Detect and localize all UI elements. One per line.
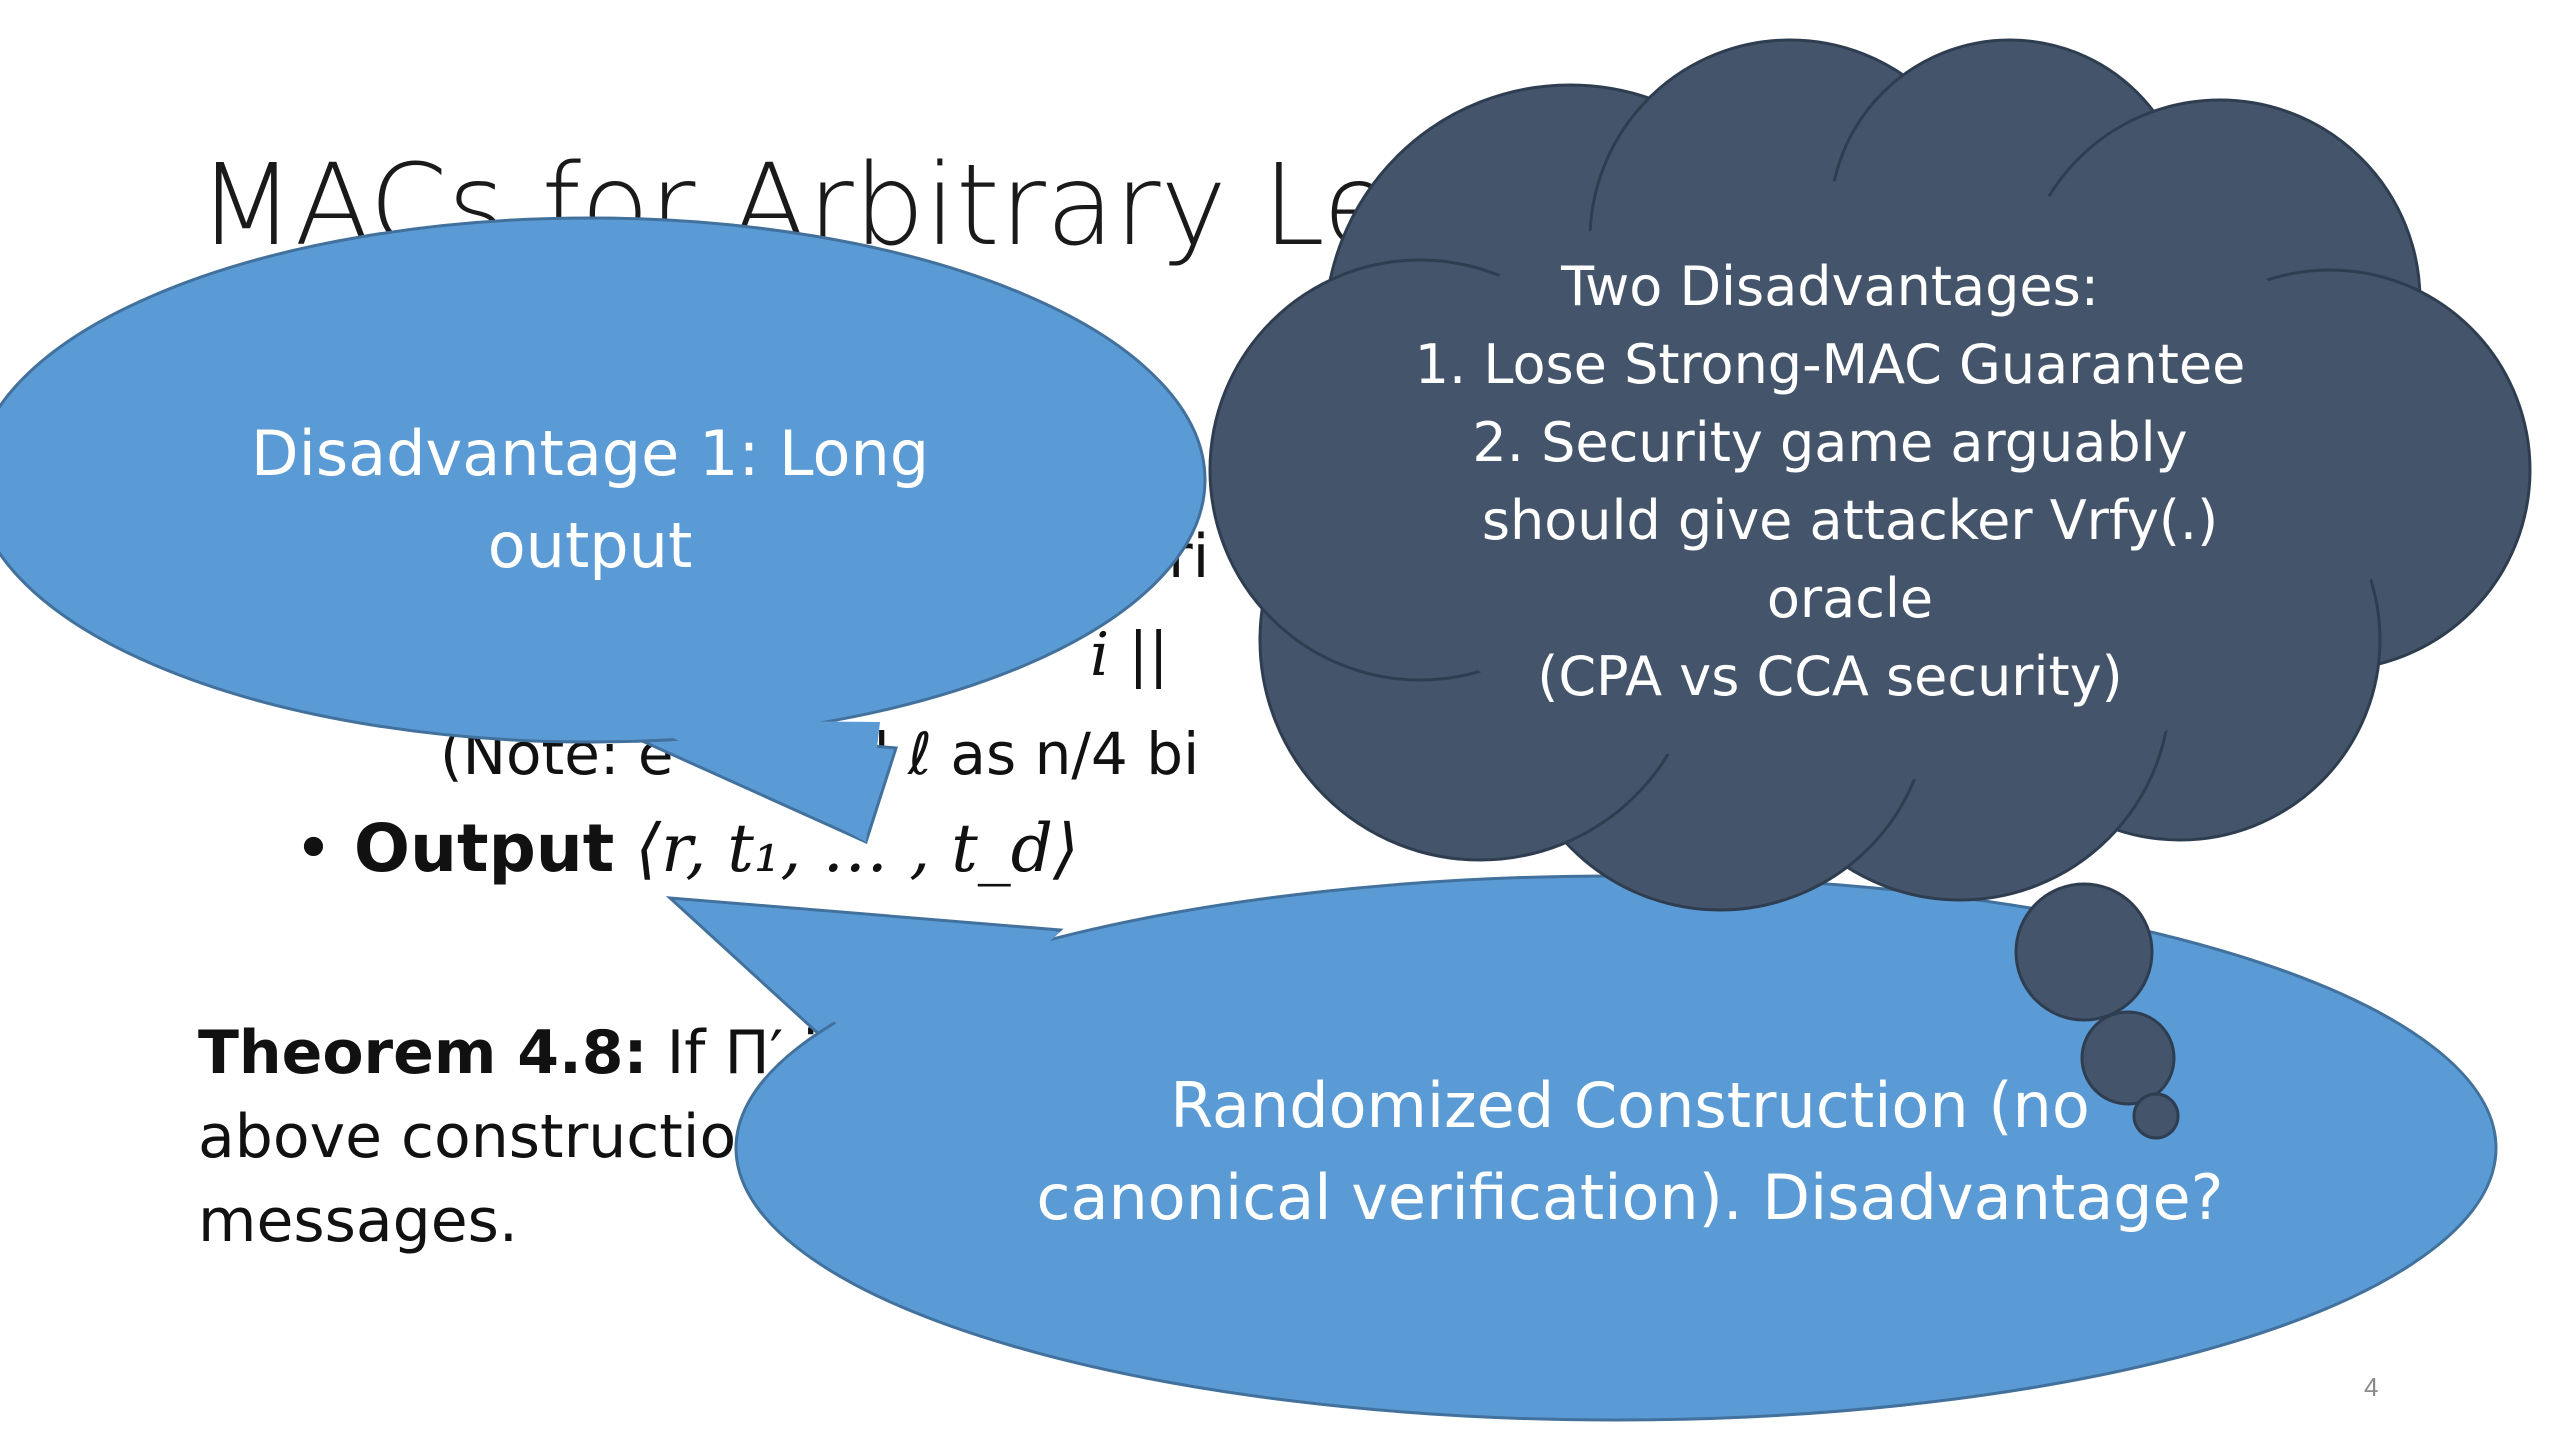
cloud-text: Two Disadvantages: 1. Lose Strong-MAC Gu… (1400, 248, 2260, 716)
theorem-label: Theorem 4.8: (198, 1018, 648, 1088)
bottom-callout-line-1: Randomized Construction (no (1170, 1069, 2090, 1142)
page-number: 4 (2364, 1372, 2379, 1402)
bullet-fragment-2: i || (1090, 620, 1169, 690)
cloud-heading: Two Disadvantages: (1561, 255, 2099, 318)
output-label: Output (353, 810, 615, 887)
cloud-item-2c: oracle (1766, 567, 1934, 630)
cloud-item-2b: should give attacker Vrfy(.) (1481, 489, 2219, 552)
cloud-item-1: 1. Lose Strong-MAC Guarantee (1414, 333, 2246, 396)
thought-cloud[interactable] (1208, 38, 2532, 1140)
left-speech-bubble[interactable] (0, 216, 1207, 845)
theorem-line-3: messages. (198, 1186, 518, 1256)
theorem-line-2: above constructio (198, 1102, 736, 1172)
left-callout-line-2: output (487, 509, 693, 582)
bullet-fragment-2-text: i || (1090, 620, 1169, 690)
output-bullet: • Output ⟨r, t₁, … , t_d⟩ (294, 810, 1079, 887)
cloud-item-2d: (CPA vs CCA security) (1537, 645, 2123, 708)
bottom-callout-text: Randomized Construction (no canonical ve… (1000, 1060, 2260, 1244)
cloud-item-2: 2. Security game arguably (1472, 411, 2188, 474)
bottom-callout-line-2: canonical verification). Disadvantage? (1036, 1161, 2224, 1234)
left-callout-line-1: Disadvantage 1: Long (250, 417, 930, 490)
theorem-text-3: messages. (198, 1186, 518, 1256)
bullet-marker: • (294, 810, 333, 887)
theorem-text-2: above constructio (198, 1102, 737, 1172)
left-callout-text: Disadvantage 1: Long output (180, 408, 1000, 592)
